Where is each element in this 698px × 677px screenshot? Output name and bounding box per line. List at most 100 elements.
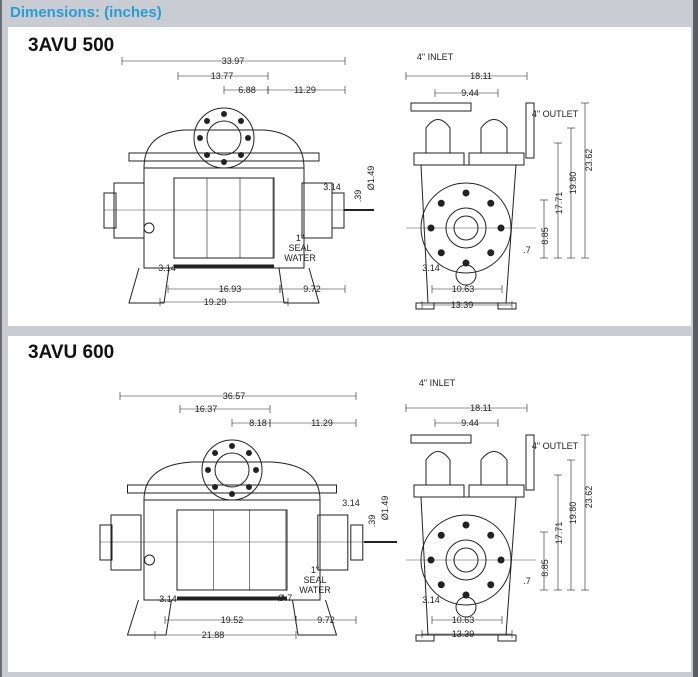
dimension-label: 4" INLET — [419, 378, 456, 388]
foot-left — [128, 267, 170, 304]
bolt — [204, 151, 211, 158]
bolt — [245, 135, 251, 141]
bolt — [237, 151, 244, 158]
dimension-label: .39 — [353, 190, 363, 203]
dimension-label: 10.63 — [452, 615, 475, 625]
dimension-label: Ø1.49 — [366, 166, 376, 191]
dimension-label: 18.11 — [470, 71, 492, 81]
outlet-flange — [525, 102, 535, 159]
drain-port — [455, 596, 477, 618]
bearing-housing-left — [110, 514, 142, 571]
dimension-label: .7 — [523, 576, 531, 586]
dimension-label: 19.52 — [221, 615, 244, 625]
dimension-label: 21.88 — [202, 630, 225, 640]
dimension-label: 3.14 — [159, 594, 177, 604]
dimension-label: 3.14 — [158, 263, 176, 273]
outlet-pipe — [480, 119, 508, 153]
dimension-label: 9.44 — [461, 88, 479, 98]
bolt — [204, 118, 211, 125]
foot-right — [497, 302, 517, 310]
drain-port — [455, 264, 477, 286]
dimension-label: 23.62 — [584, 149, 594, 172]
casing-head — [143, 129, 305, 169]
dimension-label: 10.63 — [452, 284, 475, 294]
bolt — [437, 249, 445, 257]
dimension-label: 17.71 — [554, 522, 564, 545]
section-title: Dimensions: (inches) — [10, 4, 162, 21]
dimension-label: 16.93 — [219, 284, 242, 294]
bolt — [487, 531, 495, 539]
dimension-label: 9.44 — [461, 418, 479, 428]
bolt — [212, 483, 219, 490]
bolt — [205, 467, 211, 473]
dimension-label: 3.14 — [342, 498, 360, 508]
dimension-label: SEAL — [303, 575, 326, 585]
dimension-label: Ø1.49 — [380, 496, 390, 521]
inlet-manifold-flange — [413, 484, 465, 498]
bolt — [462, 189, 470, 197]
bolt — [221, 111, 227, 117]
bearing-housing-left — [113, 182, 145, 239]
dimension-label: 18.11 — [470, 403, 492, 413]
bolt — [229, 491, 235, 497]
inlet-flange — [193, 107, 255, 169]
dimension-label: 19.80 — [568, 502, 578, 525]
inlet-flange-top — [410, 434, 472, 444]
bolt — [437, 581, 445, 589]
dimension-label: 13.77 — [211, 71, 234, 81]
model-title: 3AVU 600 — [28, 342, 115, 363]
bolt — [212, 450, 219, 457]
inlet-manifold-flange — [413, 152, 465, 166]
bolt — [437, 531, 445, 539]
foot-left — [415, 302, 435, 310]
inlet-pipe — [425, 119, 451, 153]
outlet-pipe — [480, 451, 508, 485]
dimension-label: WATER — [284, 253, 316, 263]
panel-3avu-600: 3AVU 600 — [8, 336, 691, 672]
bolt — [487, 249, 495, 257]
dimension-label: 8.85 — [540, 559, 550, 577]
shaft-end-left — [99, 524, 113, 561]
outlet-flange — [525, 434, 535, 491]
shaft-end-right — [331, 192, 345, 229]
dimension-label: 1" — [311, 565, 319, 575]
dimension-label: 3.14 — [422, 595, 440, 605]
bolt — [221, 159, 227, 165]
rotor-body — [176, 509, 288, 591]
bolt — [462, 591, 470, 599]
dimension-label: 1" — [296, 233, 304, 243]
foot-left — [415, 634, 435, 642]
inlet-flange — [201, 439, 263, 501]
inlet-bore — [206, 120, 242, 156]
dimension-label: 19.29 — [204, 297, 227, 307]
rotor-body — [173, 177, 275, 259]
foot-right — [292, 599, 338, 636]
foot-left — [126, 599, 172, 636]
dimension-label: 4" OUTLET — [532, 109, 579, 119]
dimension-label: 9.72 — [303, 284, 321, 294]
dimension-label: 9.72 — [317, 615, 335, 625]
window-edge-right — [693, 0, 698, 677]
bolt — [245, 483, 252, 490]
window-edge-left — [0, 0, 2, 677]
dimension-label: 4" INLET — [417, 52, 454, 62]
pump-casing — [143, 499, 321, 601]
dimension-label: 11.29 — [311, 418, 333, 428]
bolt — [462, 259, 470, 267]
foot-right — [497, 634, 517, 642]
dimension-label: 11.29 — [294, 85, 316, 95]
dimension-label: 17.71 — [554, 192, 564, 215]
outlet-manifold-flange — [468, 484, 525, 498]
bolt — [245, 450, 252, 457]
dimension-label: 36.57 — [223, 391, 246, 401]
bolt — [229, 443, 235, 449]
dimension-label: 23.62 — [584, 486, 594, 509]
bolt — [197, 135, 203, 141]
bolt — [237, 118, 244, 125]
dimension-label: Ø.7 — [278, 593, 293, 603]
bolt — [487, 199, 495, 207]
bolt — [487, 581, 495, 589]
outlet-manifold-flange — [468, 152, 525, 166]
inlet-bore — [214, 452, 250, 488]
